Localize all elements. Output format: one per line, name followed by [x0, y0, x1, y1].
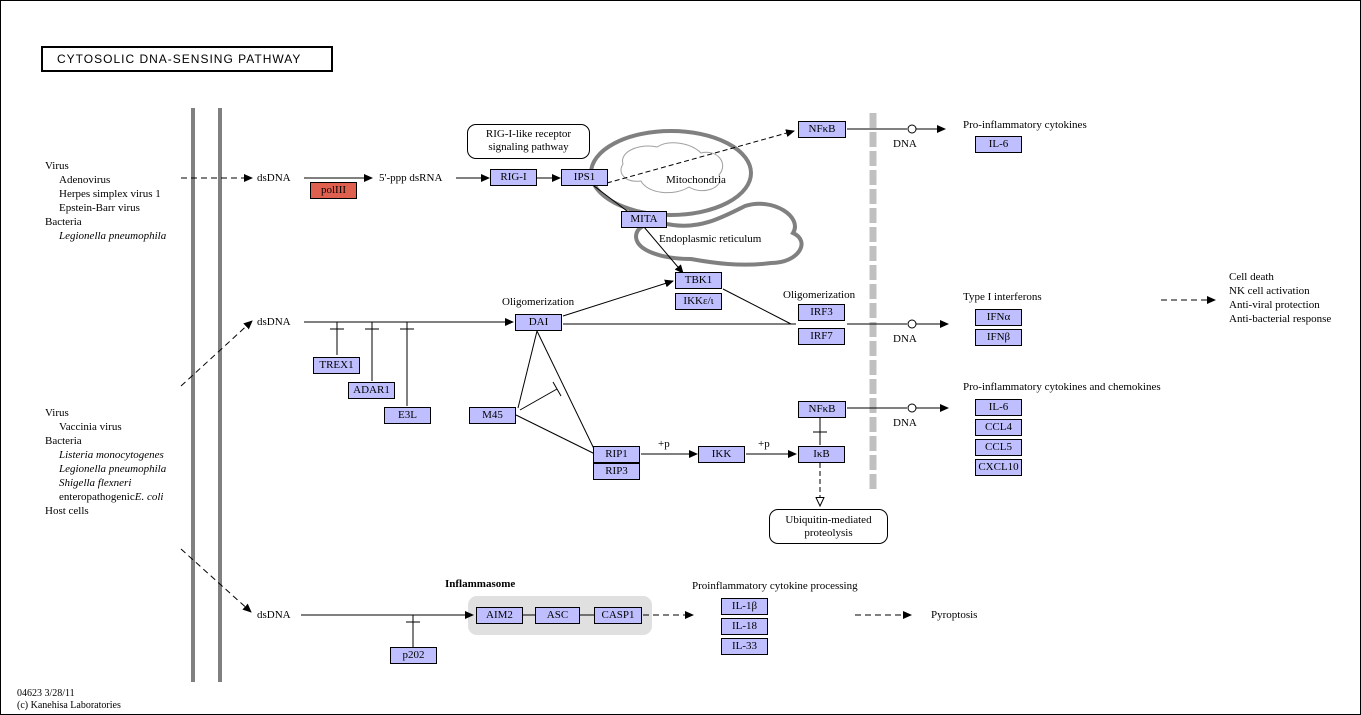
gene-tbk1[interactable]: TBK1	[675, 272, 722, 289]
oligomerization-label-irf: Oligomerization	[783, 289, 856, 301]
footer-id-date: 04623 3/28/11	[17, 688, 75, 699]
inflammasome-label: Inflammasome	[445, 578, 516, 590]
rig-i-pathway-line2: signaling pathway	[488, 141, 569, 153]
gene-ikk[interactable]: IKK	[698, 446, 745, 463]
virus-label-bottom: Virus	[45, 407, 69, 419]
dsdna-label-mid: dsDNA	[257, 316, 291, 328]
oligomerization-label-dai: Oligomerization	[502, 296, 575, 308]
gene-e3l[interactable]: E3L	[384, 407, 431, 424]
ubiquitin-proteolysis-link[interactable]: Ubiquitin-mediated proteolysis	[769, 509, 888, 544]
pathway-title: CYTOSOLIC DNA-SENSING PATHWAY	[41, 46, 333, 72]
phospho-label-1: +p	[658, 438, 670, 450]
ebv-label: Epstein-Barr virus	[59, 202, 140, 214]
gene-dai[interactable]: DAI	[515, 314, 562, 331]
bacteria-label-bottom: Bacteria	[45, 435, 82, 447]
gene-m45[interactable]: M45	[469, 407, 516, 424]
dna-label-low: DNA	[893, 417, 917, 429]
host-cells-label: Host cells	[45, 505, 89, 517]
mitochondria-label: Mitochondria	[666, 174, 726, 186]
hsv1-label: Herpes simplex virus 1	[59, 188, 161, 200]
gene-ikke[interactable]: IKKε/ι	[675, 293, 722, 310]
gene-rig-i[interactable]: RIG-I	[490, 169, 537, 186]
gene-asc[interactable]: ASC	[535, 607, 580, 624]
outcome-cell-death: Cell death	[1229, 271, 1274, 283]
virus-label-top: Virus	[45, 160, 69, 172]
cytokine-processing-label: Proinflammatory cytokine processing	[692, 580, 858, 592]
gene-il6-top[interactable]: IL-6	[975, 136, 1022, 153]
pro-inflammatory-chemokines-label: Pro-inflammatory cytokines and chemokine…	[963, 381, 1161, 393]
rig-i-pathway-line1: RIG-I-like receptor	[485, 128, 572, 140]
er-label: Endoplasmic reticulum	[659, 233, 762, 245]
gene-il1b[interactable]: IL-1β	[721, 598, 768, 615]
gene-ifna[interactable]: IFNα	[975, 309, 1022, 326]
gene-il6-mid[interactable]: IL-6	[975, 399, 1022, 416]
gene-rip3[interactable]: RIP3	[593, 463, 640, 480]
gene-rip1[interactable]: RIP1	[593, 446, 640, 463]
dna-label-mid: DNA	[893, 333, 917, 345]
gene-adar1[interactable]: ADAR1	[348, 382, 395, 399]
gene-irf3[interactable]: IRF3	[798, 304, 845, 321]
footer-copyright: (c) Kanehisa Laboratories	[17, 700, 121, 711]
gene-il33[interactable]: IL-33	[721, 638, 768, 655]
ppp-dsrna-label: 5'-ppp dsRNA	[379, 172, 443, 184]
outcome-nk-activation: NK cell activation	[1229, 285, 1310, 297]
gene-ikb[interactable]: IκB	[798, 446, 845, 463]
dna-label-top: DNA	[893, 138, 917, 150]
type1-ifn-label: Type I interferons	[963, 291, 1042, 303]
ubiquitin-line1: Ubiquitin-mediated	[785, 514, 872, 526]
pro-inflammatory-cytokines-label: Pro-inflammatory cytokines	[963, 119, 1087, 131]
shigella-label: Shigella flexneri	[59, 477, 132, 489]
gene-ccl5[interactable]: CCL5	[975, 439, 1022, 456]
outcome-antiviral: Anti-viral protection	[1229, 299, 1320, 311]
gene-aim2[interactable]: AIM2	[476, 607, 523, 624]
gene-ccl4[interactable]: CCL4	[975, 419, 1022, 436]
dsdna-label-top: dsDNA	[257, 172, 291, 184]
gene-p202[interactable]: p202	[390, 647, 437, 664]
listeria-label: Listeria monocytogenes	[59, 449, 164, 461]
legionella-label-top: Legionella pneumophila	[59, 230, 167, 242]
vaccinia-label: Vaccinia virus	[59, 421, 122, 433]
ecoli-species: E. coli	[134, 491, 164, 503]
gene-irf7[interactable]: IRF7	[798, 328, 845, 345]
gene-poliii[interactable]: polIII	[310, 182, 357, 199]
pyroptosis-label: Pyroptosis	[931, 609, 978, 621]
gene-nfkb-mid[interactable]: NFκB	[798, 401, 846, 418]
phospho-label-2: +p	[758, 438, 770, 450]
gene-trex1[interactable]: TREX1	[313, 357, 360, 374]
gene-ifnb[interactable]: IFNβ	[975, 329, 1022, 346]
rig-i-pathway-link[interactable]: RIG-I-like receptor signaling pathway	[467, 124, 590, 159]
outcome-antibacterial: Anti-bacterial response	[1229, 313, 1332, 325]
ubiquitin-line2: proteolysis	[804, 527, 853, 539]
adenovirus-label: Adenovirus	[59, 174, 111, 186]
legionella-label-bottom: Legionella pneumophila	[59, 463, 167, 475]
gene-il18[interactable]: IL-18	[721, 618, 768, 635]
ecoli-prefix: enteropathogenic	[59, 491, 135, 503]
dsdna-label-bottom: dsDNA	[257, 609, 291, 621]
gene-nfkb-top[interactable]: NFκB	[798, 121, 846, 138]
gene-mita[interactable]: MITA	[621, 211, 667, 228]
gene-ips1[interactable]: IPS1	[561, 169, 608, 186]
gene-cxcl10[interactable]: CXCL10	[975, 459, 1022, 476]
gene-casp1[interactable]: CASP1	[594, 607, 642, 624]
ecoli-label: enteropathogenicE. coli	[59, 491, 163, 504]
bacteria-label-top: Bacteria	[45, 216, 82, 228]
